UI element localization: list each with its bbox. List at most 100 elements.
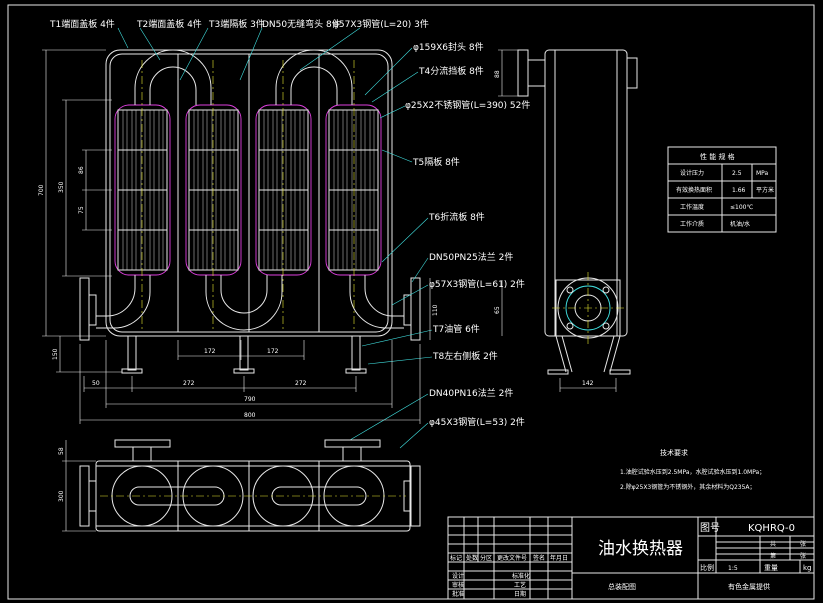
callout-tube-25: φ25X2不锈钢管(L=390) 52件	[405, 99, 530, 111]
rev-header-3: 更改文件号	[497, 554, 527, 562]
sheet-label-3: 第	[770, 552, 776, 560]
callout-pipe-57-20: φ57X3钢管(L=20) 3件	[333, 18, 429, 30]
callout-t6: T6折流板 8件	[428, 211, 485, 223]
dim-150: 150	[52, 348, 59, 360]
perf-row-1-unit: 平方米	[756, 186, 774, 194]
sheet-label-4: 张	[800, 552, 806, 560]
u-bend-top-left	[134, 49, 212, 105]
perf-row-2-label: 工作温度	[680, 203, 704, 211]
performance-title: 性 能 规 格	[700, 152, 735, 161]
role-0-a: 设计	[452, 572, 464, 580]
role-2-b: 日期	[514, 590, 526, 598]
role-0-b: 标准化	[512, 572, 530, 580]
rev-header-0: 标记	[450, 554, 462, 562]
perf-row-0-unit: MPa	[756, 170, 769, 177]
title-block	[447, 516, 815, 600]
u-bend-bottom-mid	[205, 275, 283, 331]
assembly-label: 总装配图	[608, 582, 636, 591]
u-bend-top-right	[275, 49, 353, 105]
rev-header-5: 年月日	[550, 554, 568, 562]
drawing-frame	[7, 4, 815, 600]
dimension-lines	[42, 49, 431, 424]
sheet-label-2: 张	[800, 540, 806, 548]
callout-head-159: φ159X6封头 8件	[413, 41, 484, 53]
dim-88: 88	[494, 70, 501, 78]
dim-700: 700	[38, 184, 45, 196]
leg-1	[127, 335, 137, 371]
leg-3	[351, 335, 361, 371]
drawing-name: 油水换热器	[598, 539, 683, 559]
shell-outline	[105, 49, 393, 337]
dim-172-b: 172	[267, 348, 279, 355]
notes-line-1: 1.油腔试验水压到2.5MPa，水腔试验水压到1.0MPa；	[620, 468, 765, 476]
tube-bundle-4	[325, 104, 382, 276]
scale-value: 1:5	[728, 565, 738, 572]
title-block-text: 油水换热器 图号 KQHRQ-0 比例 1:5 重量 kg 共 张 第 张 总装…	[450, 522, 812, 598]
perf-row-0-value: 2.5	[732, 170, 742, 177]
top-view	[62, 439, 421, 532]
callouts: T1端面盖板 4件 T2端面盖板 4件 T3端隔板 3件 DN50无缝弯头 8件…	[49, 18, 530, 428]
callout-t5: T5隔板 8件	[412, 156, 460, 168]
dim-300: 300	[58, 490, 65, 502]
dim-272-a: 272	[183, 380, 195, 387]
dim-142: 142	[582, 380, 594, 387]
perf-row-3-label: 工作介质	[680, 220, 704, 228]
callout-t8: T8左右侧板 2件	[432, 350, 498, 362]
perf-row-0-label: 设计压力	[680, 169, 704, 177]
dim-50: 50	[92, 380, 100, 387]
perf-row-3-value: 机油/水	[730, 220, 750, 228]
technical-notes: 技术要求 1.油腔试验水压到2.5MPa，水腔试验水压到1.0MPa； 2.除φ…	[620, 448, 765, 491]
performance-table	[667, 146, 777, 233]
notes-line-2: 2.除φ25X3钢管为不锈钢外，其余材料为Q235A；	[620, 483, 756, 491]
tube-bundle-2	[185, 104, 242, 276]
perf-row-1-value: 1.66	[732, 187, 746, 194]
callout-dn50-flange: DN50PN25法兰 2件	[429, 251, 513, 263]
elbow-right	[364, 275, 404, 317]
weight-unit: kg	[803, 564, 812, 572]
notes-title: 技术要求	[660, 448, 688, 457]
callout-t2: T2端面盖板 4件	[136, 18, 202, 30]
rev-header-1: 处数	[466, 554, 478, 562]
weight-label: 重量	[764, 564, 778, 572]
callout-dn50-elbow: DN50无缝弯头 8件	[262, 18, 341, 30]
callout-t3: T3端隔板 3件	[208, 18, 265, 30]
dimension-text: 700 350 86 75 150 110 172 172 50 272 272…	[38, 70, 594, 502]
role-2-a: 批准	[452, 590, 464, 598]
side-shell	[544, 49, 628, 337]
perf-row-2-value: ≤100℃	[730, 204, 753, 211]
tube-bundle-3	[255, 104, 312, 276]
callout-t7: T7油管 6件	[432, 323, 480, 335]
drawing-no-label: 图号	[700, 522, 720, 534]
dim-65: 65	[494, 306, 501, 314]
leg-2	[239, 335, 249, 371]
callout-pipe-57-61: φ57X3钢管(L=61) 2件	[429, 278, 525, 290]
tube-bundle-1	[114, 104, 171, 276]
rev-header-2: 分区	[480, 554, 492, 562]
callout-dn40-flange: DN40PN16法兰 2件	[429, 387, 513, 399]
dim-75: 75	[78, 206, 85, 214]
callout-t4: T4分流挡板 8件	[418, 65, 484, 77]
dim-110: 110	[432, 304, 439, 316]
dim-790: 790	[244, 396, 256, 403]
sheet-label-1: 共	[770, 540, 776, 548]
flange-right	[410, 277, 421, 341]
rev-header-4: 签名	[533, 554, 545, 562]
role-1-b: 工艺	[514, 581, 526, 589]
dim-800: 800	[244, 412, 256, 419]
dim-272-b: 272	[295, 380, 307, 387]
side-view	[498, 49, 638, 392]
front-view	[79, 27, 433, 449]
company-label: 有色金属提供	[728, 582, 770, 591]
dim-172-a: 172	[204, 348, 216, 355]
flange-left	[79, 277, 90, 341]
role-1-a: 审核	[452, 581, 464, 589]
callout-pipe-45-53: φ45X3钢管(L=53) 2件	[429, 416, 525, 428]
dim-86: 86	[78, 166, 85, 174]
drawing-no: KQHRQ-0	[748, 523, 795, 534]
dim-350: 350	[58, 181, 65, 193]
perf-row-1-label: 有效换热面积	[676, 186, 712, 194]
dim-58: 58	[58, 447, 65, 455]
performance-text: 性 能 规 格 设计压力 2.5 MPa 有效换热面积 1.66 平方米 工作温…	[676, 152, 774, 228]
scale-label: 比例	[700, 563, 714, 572]
